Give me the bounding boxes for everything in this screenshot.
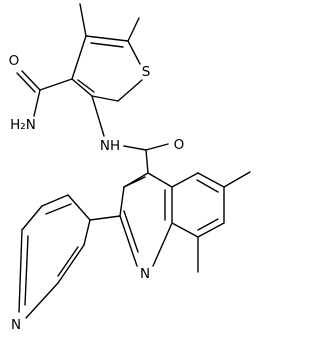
pyridine-nitrogen-label: N	[11, 317, 21, 333]
bond	[119, 215, 138, 267]
quinoline-nitrogen-label: N	[140, 266, 150, 282]
bond	[171, 222, 199, 238]
bond	[83, 219, 91, 246]
bond	[21, 70, 41, 91]
bond	[197, 222, 225, 238]
bond	[89, 215, 121, 221]
bond	[18, 229, 23, 313]
bond-lines	[16, 3, 251, 319]
bond	[197, 218, 219, 231]
bond	[145, 143, 169, 151]
bond	[197, 172, 225, 188]
bond	[33, 89, 41, 117]
bond	[117, 79, 143, 102]
bond	[24, 235, 29, 306]
bond	[21, 205, 43, 231]
bond	[119, 186, 125, 217]
bond	[223, 171, 251, 188]
bond	[171, 172, 199, 188]
bond	[123, 210, 139, 253]
amide-linker-nh-label: NH	[100, 138, 120, 154]
bond	[25, 282, 59, 319]
bond	[71, 78, 93, 97]
amide-oxygen-right-label: O	[174, 137, 185, 153]
bond	[123, 145, 147, 151]
bond	[41, 194, 69, 207]
bond	[127, 40, 141, 65]
bond	[57, 246, 79, 277]
bond	[196, 179, 219, 193]
amide-oxygen-top-label: O	[9, 53, 20, 69]
bond	[85, 35, 129, 42]
bond	[90, 42, 124, 48]
amide-nh2-label: H₂N	[10, 117, 36, 133]
bond	[16, 72, 36, 93]
bond	[71, 35, 87, 80]
bond	[127, 17, 140, 42]
bond	[57, 244, 85, 284]
bond	[91, 95, 105, 137]
bond	[152, 222, 173, 267]
bond	[77, 79, 95, 93]
bond	[147, 172, 173, 188]
atom-labels: O H₂N S NH O N N	[9, 53, 185, 333]
bond	[39, 78, 73, 91]
bond	[45, 203, 72, 215]
thiophene-sulfur-label: S	[142, 64, 151, 80]
bond	[123, 176, 146, 188]
bond	[67, 194, 91, 221]
bond	[79, 3, 87, 37]
molecule-structure: O H₂N S NH O N N	[9, 3, 251, 333]
bond	[145, 149, 149, 174]
bond	[91, 95, 119, 102]
